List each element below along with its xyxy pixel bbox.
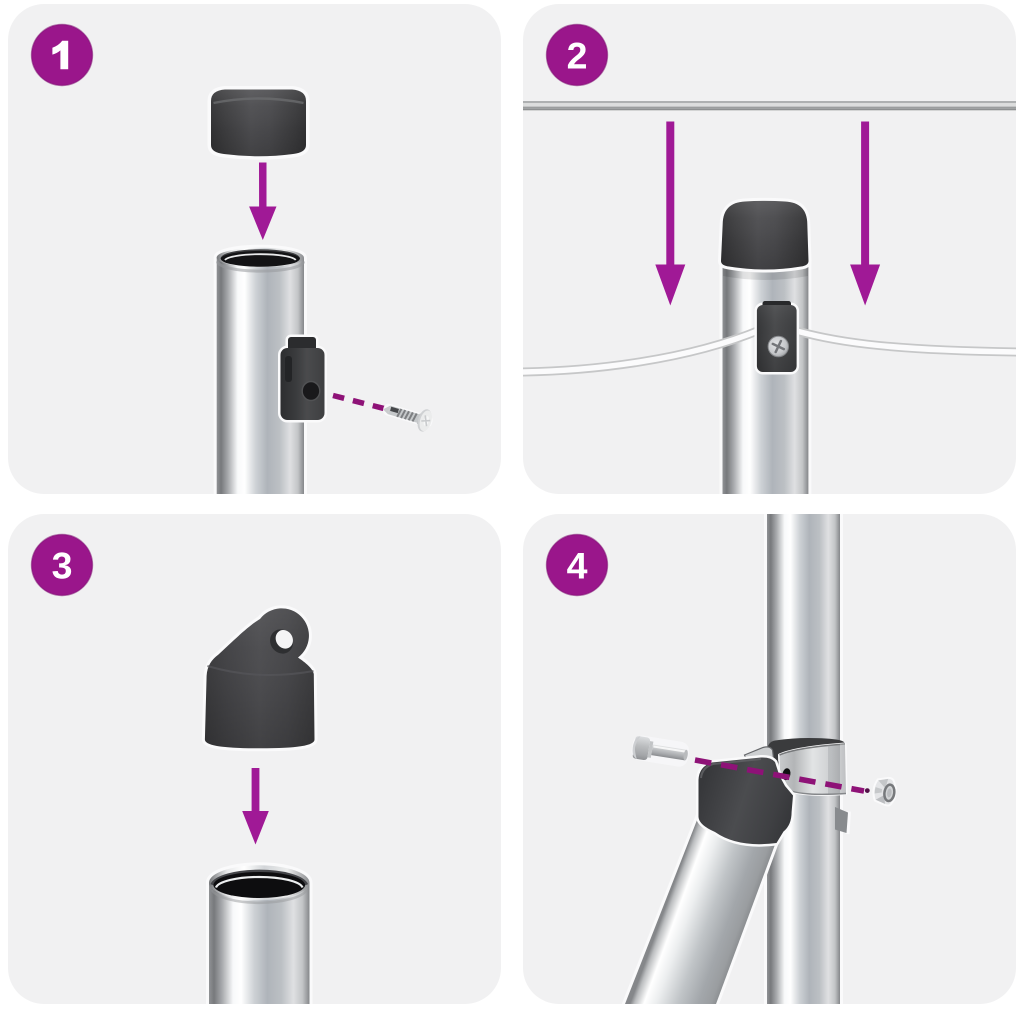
svg-text:4: 4 (567, 544, 588, 586)
svg-text:3: 3 (52, 544, 73, 586)
svg-text:2: 2 (567, 34, 588, 76)
